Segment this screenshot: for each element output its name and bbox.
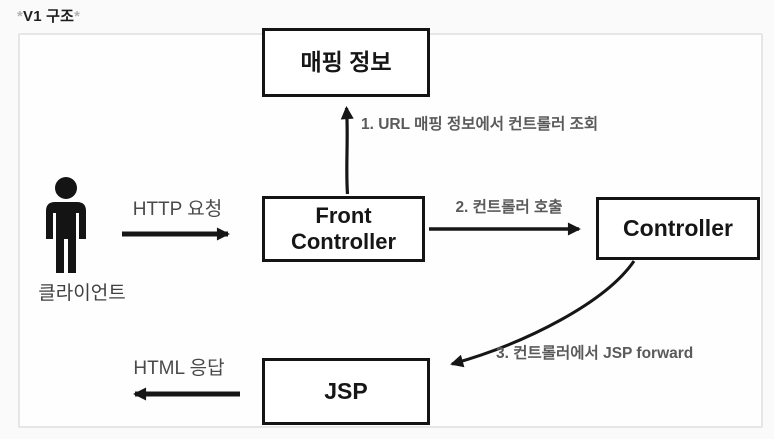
step3-forward-label: 3. 컨트롤러에서 JSP forward [496,345,694,362]
page-title: *V1 구조* [17,5,80,26]
node-front-controller: Front Controller [262,196,425,262]
person-icon [46,177,86,273]
step2-call-label: 2. 컨트롤러 호출 [455,199,563,216]
step1-lookup-label: 1. URL 매핑 정보에서 컨트롤러 조회 [361,116,599,133]
title-asterisk-left: * [17,8,24,25]
title-text: V1 구조 [23,8,75,25]
client-label: 클라이언트 [38,283,126,304]
lookup-mapping-arrow [340,106,354,195]
title-asterisk-right: * [74,8,81,25]
node-mapping-info-label: 매핑 정보 [300,48,392,75]
node-front-controller-label: Front Controller [290,203,397,254]
node-controller: Controller [596,197,760,260]
html-response-label: HTML 응답 [133,358,225,379]
jsp-forward-arrow [450,260,636,368]
node-mapping-info: 매핑 정보 [262,28,430,97]
node-controller-label: Controller [623,214,733,241]
node-jsp-label: JSP [324,377,368,404]
node-jsp: JSP [262,358,430,425]
http-request-label: HTTP 요청 [132,199,223,220]
